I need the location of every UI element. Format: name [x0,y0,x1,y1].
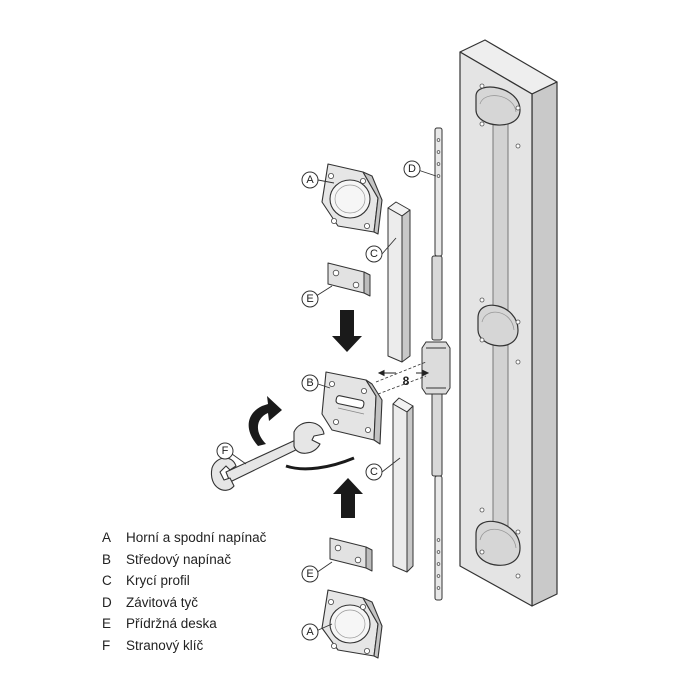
svg-text:E: E [306,568,313,580]
legend-text: Přídržná deska [126,616,217,631]
dimension-marker [377,369,430,377]
svg-text:E: E [306,293,313,305]
svg-text:A: A [306,174,314,186]
svg-text:D: D [408,163,416,175]
cover-profile-top [387,201,411,363]
arrow-down [332,310,362,352]
legend-item: D Závitová tyč [102,592,266,614]
legend-item: F Stranový klíč [102,635,266,657]
spanner-sweep [285,456,355,471]
legend-text: Středový napínač [126,551,232,567]
callout-C-bottom: C [365,463,383,481]
dimension-label: 8 [403,374,410,388]
callout-F: F [216,442,234,460]
svg-text:F: F [222,445,229,457]
callout-D: D [403,160,421,178]
legend-item: B Středový napínač [102,549,266,571]
parts-legend: A Horní a spodní napínač B Středový napína… [102,527,266,656]
legend-key: A [102,530,112,545]
threaded-rod [421,127,451,601]
rotation-arrow [248,396,282,446]
svg-text:C: C [370,466,378,478]
legend-text: Horní a spodní napínač [126,530,267,545]
legend-text: Krycí profil [126,573,190,588]
svg-text:C: C [370,248,378,260]
alignment-lines [375,361,427,395]
legend-text: Závitová tyč [126,594,199,610]
callout-E-top: E [301,290,319,308]
callout-A-bottom: A [301,623,319,641]
center-tensioner [321,371,383,445]
cover-profile-bottom [392,397,414,573]
svg-text:B: B [306,377,313,389]
legend-item: E Přídržná deska [102,613,266,635]
retaining-plate-top [327,262,371,297]
legend-item: A Horní a spodní napínač [102,527,266,549]
legend-key: B [102,551,112,567]
legend-key: C [102,573,112,588]
side-spanner [210,421,325,491]
legend-key: E [102,616,112,631]
callout-E-bottom: E [301,565,319,583]
callout-C-top: C [365,245,383,263]
callout-A-top: A [301,171,319,189]
legend-key: D [102,594,112,610]
top-tensioner [321,163,383,235]
legend-key: F [102,637,111,653]
callout-B: B [301,374,319,392]
legend-text: Stranový klíč [126,637,204,653]
retaining-plate-bottom [329,537,373,572]
bottom-tensioner [321,589,383,659]
door-panel [459,39,558,607]
svg-text:A: A [306,626,314,638]
legend-item: C Krycí profil [102,570,266,592]
arrow-up [333,478,363,518]
